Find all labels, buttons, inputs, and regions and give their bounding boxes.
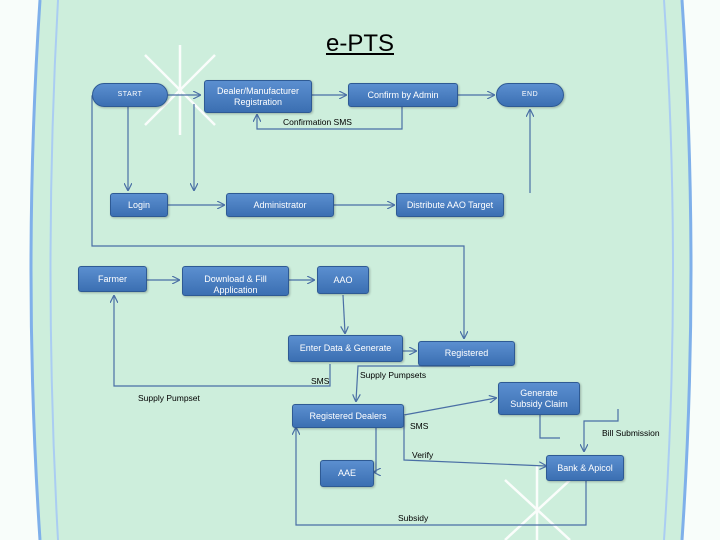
farmer-node: Farmer: [78, 266, 147, 292]
administrator-node: Administrator: [226, 193, 334, 217]
arrow-sms-to-farmer: [114, 296, 331, 387]
page-title: e-PTS: [325, 30, 394, 57]
confirm-admin-node: Confirm by Admin: [348, 83, 458, 107]
download-fill-node: Download & Fill Application: [182, 266, 289, 296]
supply-pumpsets-label: Supply Pumpsets: [360, 370, 427, 380]
bill-submission-label: Bill Submission: [602, 428, 660, 438]
arrow-bank-subsidy-to-dealers: [296, 428, 587, 526]
arrow-confirmation-sms: [257, 107, 403, 130]
arrow-claim-to-bank: [584, 409, 619, 451]
registered-dealers-node: Registered Dealers: [292, 404, 404, 428]
arrow-start-to-registered: [91, 95, 464, 338]
confirmation-sms-label: Confirmation SMS: [283, 117, 352, 127]
aae-node: AAE: [320, 460, 374, 487]
enter-data-node: Enter Data & Generate: [288, 335, 403, 362]
arrow-aao-to-enter-data: [343, 294, 345, 333]
sparkle-bottom: [504, 465, 571, 540]
end-node: END: [496, 83, 564, 107]
left-light-curve: [49, 0, 59, 540]
bank-apicol-node: Bank & Apicol: [546, 455, 624, 481]
right-light-curve: [663, 0, 674, 540]
registered-node: Registered: [418, 341, 515, 366]
sparkle-top: [144, 45, 216, 135]
sms-label-1: SMS: [311, 376, 330, 386]
left-white-swoosh: [0, 0, 40, 540]
arrow-dealers-to-aae: [374, 427, 376, 472]
supply-pumpset-label: Supply Pumpset: [138, 393, 200, 403]
dealer-registration-node: Dealer/Manufacturer Registration: [204, 80, 312, 113]
subsidy-label: Subsidy: [398, 513, 429, 523]
arrow-registered-to-dealers: [356, 365, 470, 401]
aao-node: AAO: [317, 266, 369, 294]
login-node: Login: [110, 193, 168, 217]
left-blue-curve: [29, 0, 42, 540]
arrow-claim-bridge: [539, 415, 560, 439]
sms-label-2: SMS: [410, 421, 429, 431]
arrow-dealers-to-claim: [403, 398, 496, 416]
generate-claim-node: Generate Subsidy Claim: [498, 382, 580, 415]
right-blue-curve: [680, 0, 693, 540]
start-node: START: [92, 83, 168, 107]
verify-label: Verify: [412, 450, 434, 460]
distribute-target-node: Distribute AAO Target: [396, 193, 504, 217]
arrow-verify-to-bank: [403, 416, 546, 466]
right-white-swoosh: [682, 0, 720, 540]
